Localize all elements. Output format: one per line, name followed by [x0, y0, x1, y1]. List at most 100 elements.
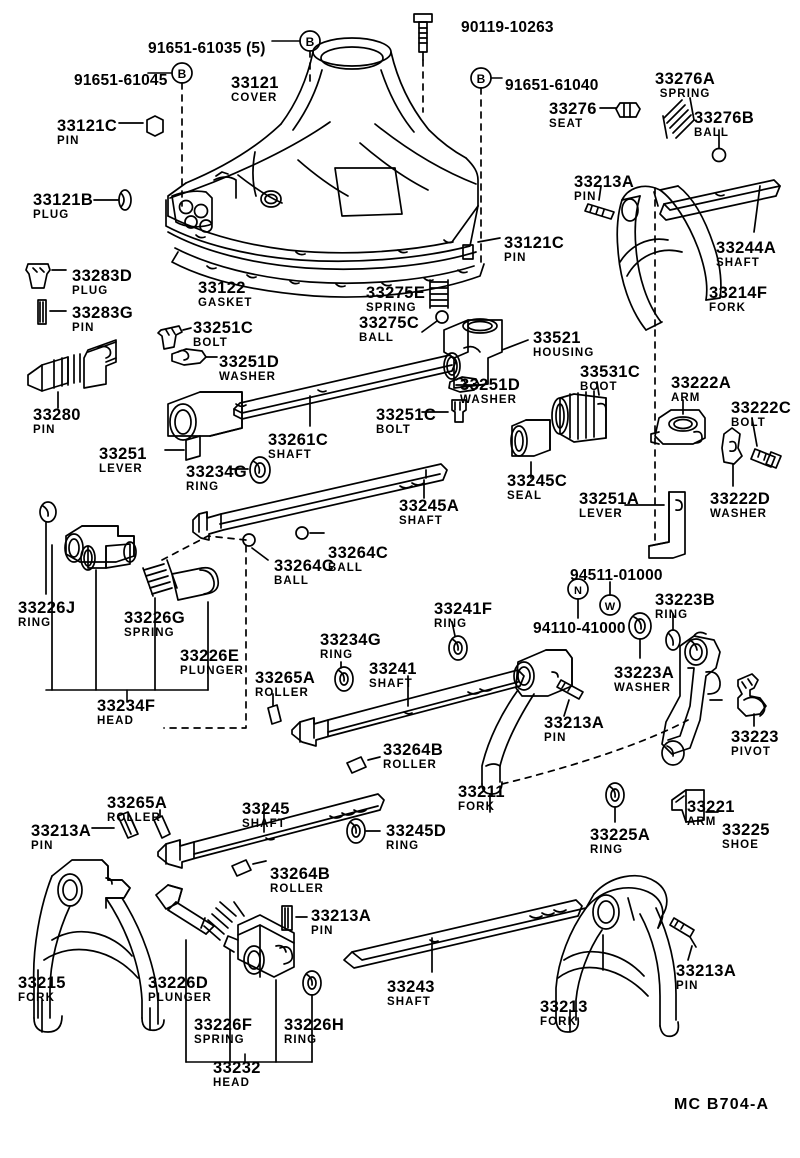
part-name: SEAL [507, 489, 543, 502]
ring-33226J [39, 501, 57, 595]
pin-33213A-bottom-right [669, 917, 697, 961]
part-number: 91651-61035 (5) [148, 40, 266, 57]
part-label-91651-61045[interactable]: 91651-61045 [74, 73, 168, 89]
part-label-94511-01000[interactable]: 94511-01000 [570, 568, 663, 584]
part-name: PIN [33, 423, 56, 436]
part-number: 33251D [460, 376, 521, 394]
part-name: PLUNGER [180, 664, 244, 677]
part-number: 33251A [579, 490, 640, 508]
roller-33264B-lower [231, 859, 267, 877]
washer-33251D-upper [171, 348, 218, 366]
bolt-33251C-upper [157, 325, 192, 350]
spring-33276A [662, 97, 695, 139]
part-name: RING [434, 617, 468, 630]
arm-33222A [650, 399, 706, 445]
part-number: 94511-01000 [570, 567, 663, 584]
part-number: 33213A [574, 173, 635, 191]
part-name: BALL [274, 574, 310, 587]
ring-33234G-centre [334, 661, 354, 692]
part-number: 33241F [434, 600, 493, 618]
part-number: 33232 [213, 1059, 261, 1077]
part-label-90119-10263[interactable]: 90119-10263 [461, 20, 554, 36]
part-label-94110-41000[interactable]: 94110-41000 [533, 621, 626, 637]
part-name: SHAFT [242, 817, 286, 830]
part-name: SHAFT [399, 514, 443, 527]
part-label-91651-61040[interactable]: 91651-61040 [505, 78, 599, 94]
roller-33264B-upper [346, 756, 381, 774]
part-label-91651-61035--5-[interactable]: 91651-61035 (5) [148, 41, 266, 57]
shoe-33225 [671, 789, 719, 823]
part-number: 33226G [124, 609, 186, 627]
bolt-33222C [750, 417, 782, 469]
part-number: 33226H [284, 1016, 345, 1034]
part-number: 33244A [716, 239, 777, 257]
part-name: FORK [458, 800, 495, 813]
part-number: 33121C [57, 117, 118, 135]
